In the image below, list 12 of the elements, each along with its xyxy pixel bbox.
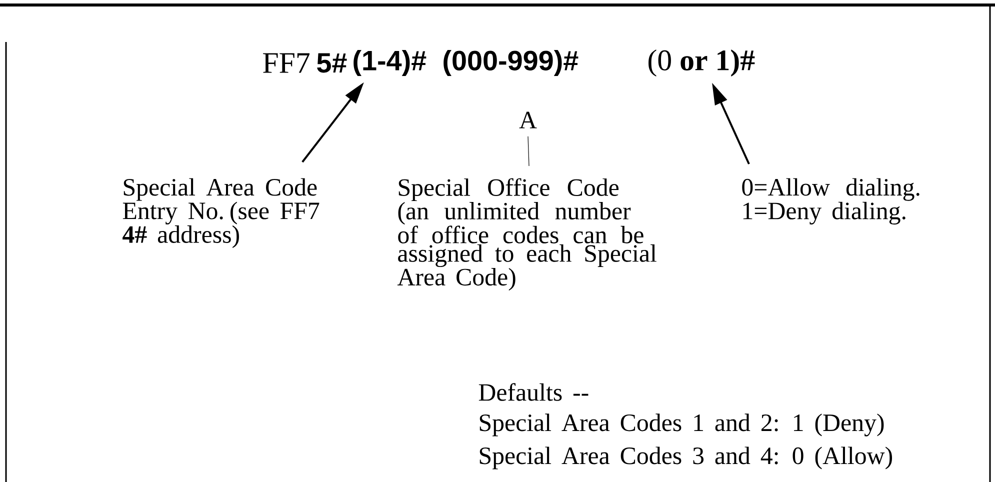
note-text: 0=Allow dialing. 1=Deny dialing. (742, 178, 920, 224)
command-text: (1-4)# (354, 50, 426, 76)
command-text: (0 or 1)# (648, 49, 755, 77)
note-text: Special Area Code Entry No. (see FF7 4# address) (122, 178, 320, 248)
note-text: Special Office Code (an unlimited number of office codes can be assigned to each Special Area Code) (397, 178, 656, 291)
caret-symbol: A (519, 112, 537, 128)
note-text: Special Area Codes 1 and 2: 1 (Deny) (480, 414, 884, 436)
command-text: FF7 (263, 53, 310, 73)
command-text: (000-999)# (444, 50, 578, 76)
note-text: Special Area Codes 3 and 4: 0 (Allow) (480, 446, 892, 470)
note-text: Defaults -- (478, 383, 588, 401)
command-text: 5# (317, 53, 347, 73)
